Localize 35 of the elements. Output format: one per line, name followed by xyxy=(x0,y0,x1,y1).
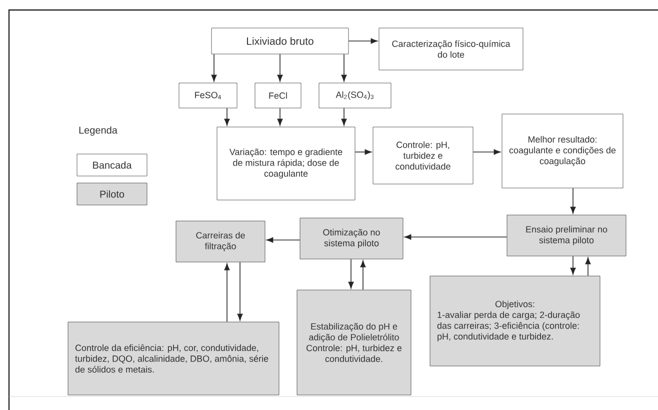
arrow xyxy=(341,108,347,126)
process-box: Objetivos: 1-avaliar perda de carga; 2-duração das carreiras; 3-eficiência (controle: pH, condutividade e turbidez. xyxy=(430,276,600,366)
arrow xyxy=(237,262,243,321)
arrow xyxy=(224,108,230,126)
process-box: Estabilização do pH e adição de Polieletrólito Controle: pH, turbidez e condutividade. xyxy=(296,290,412,396)
arrow xyxy=(472,149,501,155)
process-box: Controle da eficiência: pH, cor, condutividade, turbidez, DQO, alcalinidade, DBO, amônia, série de sólidos e metais. xyxy=(68,322,280,396)
process-box: FeSO$_{4}$ xyxy=(178,82,238,108)
arrow xyxy=(341,54,347,82)
process-box: FeCl xyxy=(254,82,302,108)
arrow xyxy=(277,108,283,126)
arrow xyxy=(277,54,283,82)
process-box: Ensaio preliminar no sistema piloto xyxy=(506,214,626,256)
process-box: Otimização no sistema piloto xyxy=(300,218,404,260)
legend-title: Legenda xyxy=(79,126,118,136)
arrow xyxy=(266,237,300,243)
arrow xyxy=(585,257,591,276)
process-box: Variação: tempo e gradiente de mistura rápida; dose de coagulante xyxy=(216,126,356,200)
arrow xyxy=(570,188,576,214)
arrow xyxy=(348,38,378,44)
process-box: Al$_{2}$(SO$_{4}$)$_{3}$ xyxy=(318,82,392,108)
process-box: Controle: pH, turbidez e condutividade xyxy=(372,126,474,184)
arrow xyxy=(354,149,372,155)
arrow xyxy=(224,263,230,322)
process-box: Lixiviado bruto xyxy=(211,28,349,54)
legend-text: Piloto xyxy=(100,190,124,198)
arrow xyxy=(404,234,508,240)
arrow xyxy=(360,260,366,290)
process-box: Carreiras de filtração xyxy=(176,220,266,262)
arrow xyxy=(570,256,576,275)
process-box: Melhor resultado: coagulante e condições de coagulação xyxy=(502,114,624,188)
legend-text: Bancada xyxy=(93,161,132,169)
process-box: Caracterização físico-química do lote xyxy=(378,28,524,70)
arrow xyxy=(348,258,354,289)
arrow xyxy=(211,54,217,82)
